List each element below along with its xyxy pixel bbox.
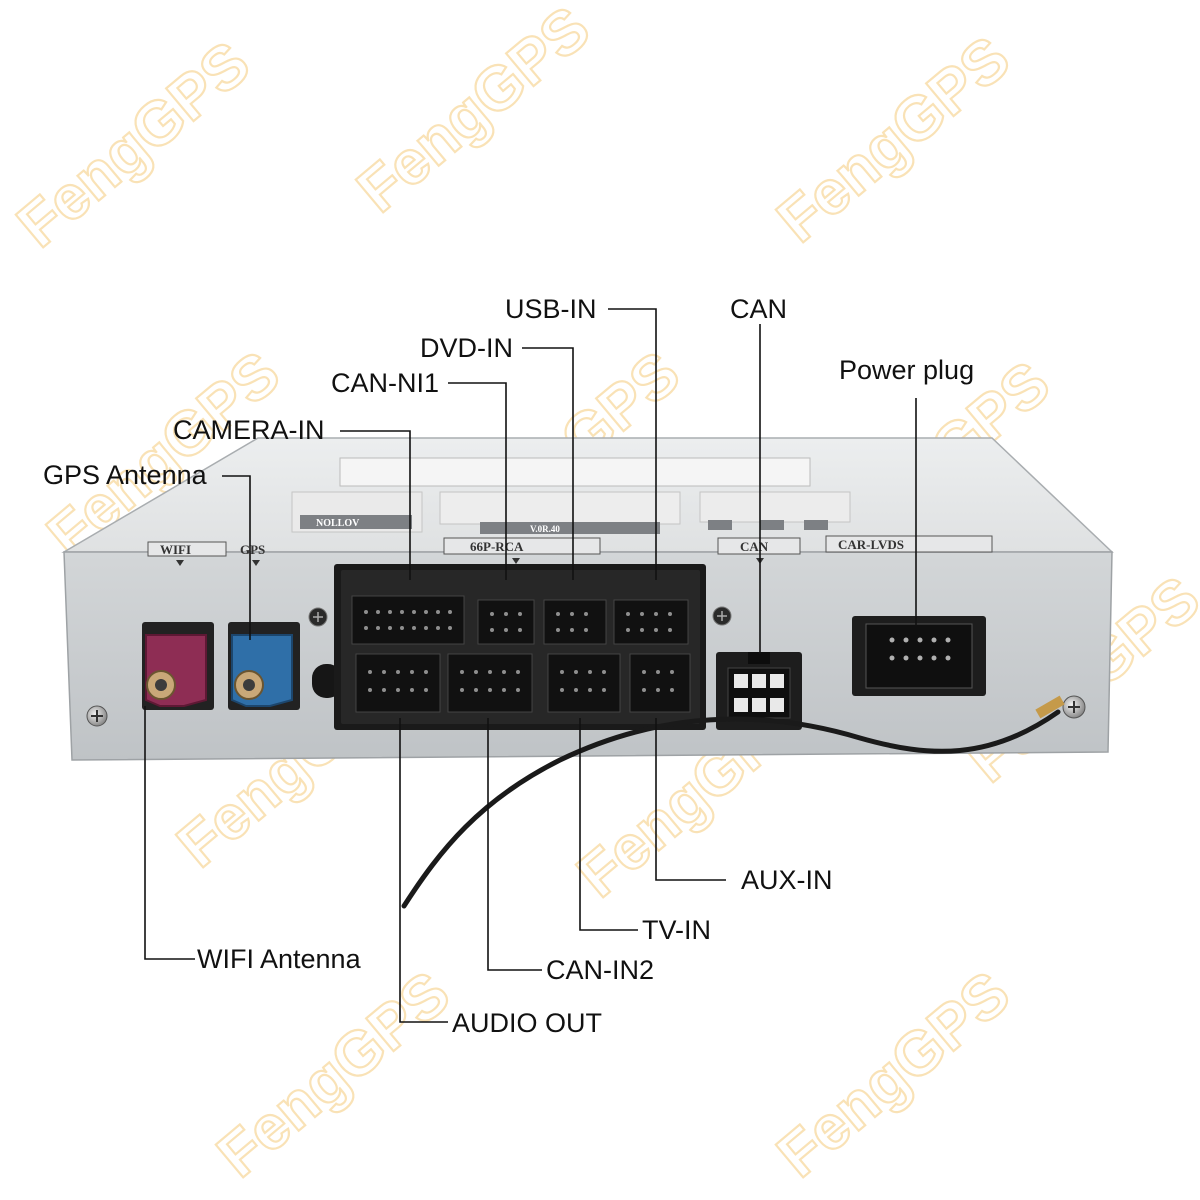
arrow-down-icon: [176, 560, 184, 566]
top-sticker-block: [804, 520, 828, 530]
label-wifi-antenna: WIFI Antenna: [197, 944, 361, 974]
leader-camera-in: [340, 430, 411, 580]
label-tv-in: TV-IN: [642, 915, 712, 945]
can-in2-port: [447, 653, 533, 713]
can-ni1-port: [477, 599, 535, 645]
label-power-plug: Power plug: [839, 355, 975, 385]
watermark-text: FengGPS: [205, 959, 463, 1191]
leader-audio-out: [399, 718, 448, 1023]
power-plug-connector: [852, 616, 986, 696]
arrow-down-icon: [252, 560, 260, 566]
panel-label-can-box: [717, 537, 801, 555]
leader-dvd-in: [522, 347, 574, 580]
label-can: CAN: [730, 294, 788, 324]
tv-in-port: [547, 653, 621, 713]
panel-label-rca: 66P-RCA: [470, 539, 524, 554]
panel-label-lvds-box: [825, 535, 993, 553]
rca-connector-block: [334, 564, 706, 730]
aux-in-port: [629, 653, 691, 713]
panel-label-gps: GPS: [240, 542, 265, 557]
label-camera-in: CAMERA-IN: [173, 415, 325, 445]
wifi-fakra-connector: [142, 622, 214, 710]
leader-tv-in: [579, 718, 638, 931]
label-can-in2: CAN-IN2: [546, 955, 655, 985]
top-sticker-block: [300, 515, 412, 529]
can-connector: [716, 652, 802, 730]
screw-icon: [1062, 695, 1086, 719]
label-gps-antenna: GPS Antenna: [43, 460, 207, 490]
leader-usb-in: [608, 308, 657, 580]
leader-can-in2: [487, 718, 542, 971]
gps-fakra-connector: [228, 622, 300, 710]
watermark-text: FengGPS: [765, 24, 1023, 256]
screw-icon: [86, 705, 108, 727]
dvd-in-port: [543, 599, 607, 645]
sticker-version-tag: V.0R.40: [530, 524, 560, 534]
top-sticker-block: [480, 522, 660, 534]
leader-wifi-antenna: [144, 706, 195, 960]
callout-lines: [144, 308, 917, 1023]
label-audio-out: AUDIO OUT: [452, 1008, 603, 1038]
label-can-ni1: CAN-NI1: [331, 368, 440, 398]
camera-in-port: [351, 595, 465, 645]
audio-out-port: [355, 653, 441, 713]
leader-can-ni1: [448, 382, 507, 580]
leader-gps-antenna: [222, 475, 251, 640]
panel-label-wifi: WIFI: [160, 542, 191, 557]
panel-label-lvds: CAR-LVDS: [838, 537, 904, 552]
panel-label-can: CAN: [740, 539, 769, 554]
watermark-text: FengGPS: [345, 0, 603, 226]
label-aux-in: AUX-IN: [741, 865, 833, 895]
connector-pins: [364, 610, 674, 692]
label-usb-in: USB-IN: [505, 294, 597, 324]
top-sticker-block: [760, 520, 784, 530]
screw-icon: [308, 607, 328, 627]
top-sticker-block: [708, 520, 732, 530]
leader-aux-in: [655, 718, 726, 881]
panel-label-wifi-box: [147, 541, 227, 557]
arrow-down-icon: [512, 558, 520, 564]
ring-terminal: [1035, 695, 1065, 719]
watermark-text: FengGPS: [765, 959, 1023, 1191]
screw-icon: [712, 606, 732, 626]
sticker-model-tag: NOLLOV: [316, 518, 360, 529]
watermark-text: FengGPS: [5, 29, 263, 261]
ground-wire: [401, 709, 1061, 909]
top-sticker-block: [439, 491, 681, 525]
panel-label-rca-box: [443, 537, 601, 555]
top-sticker: [339, 457, 811, 487]
usb-in-port: [613, 599, 689, 645]
top-sticker-block: [699, 491, 851, 523]
label-dvd-in: DVD-IN: [420, 333, 513, 363]
